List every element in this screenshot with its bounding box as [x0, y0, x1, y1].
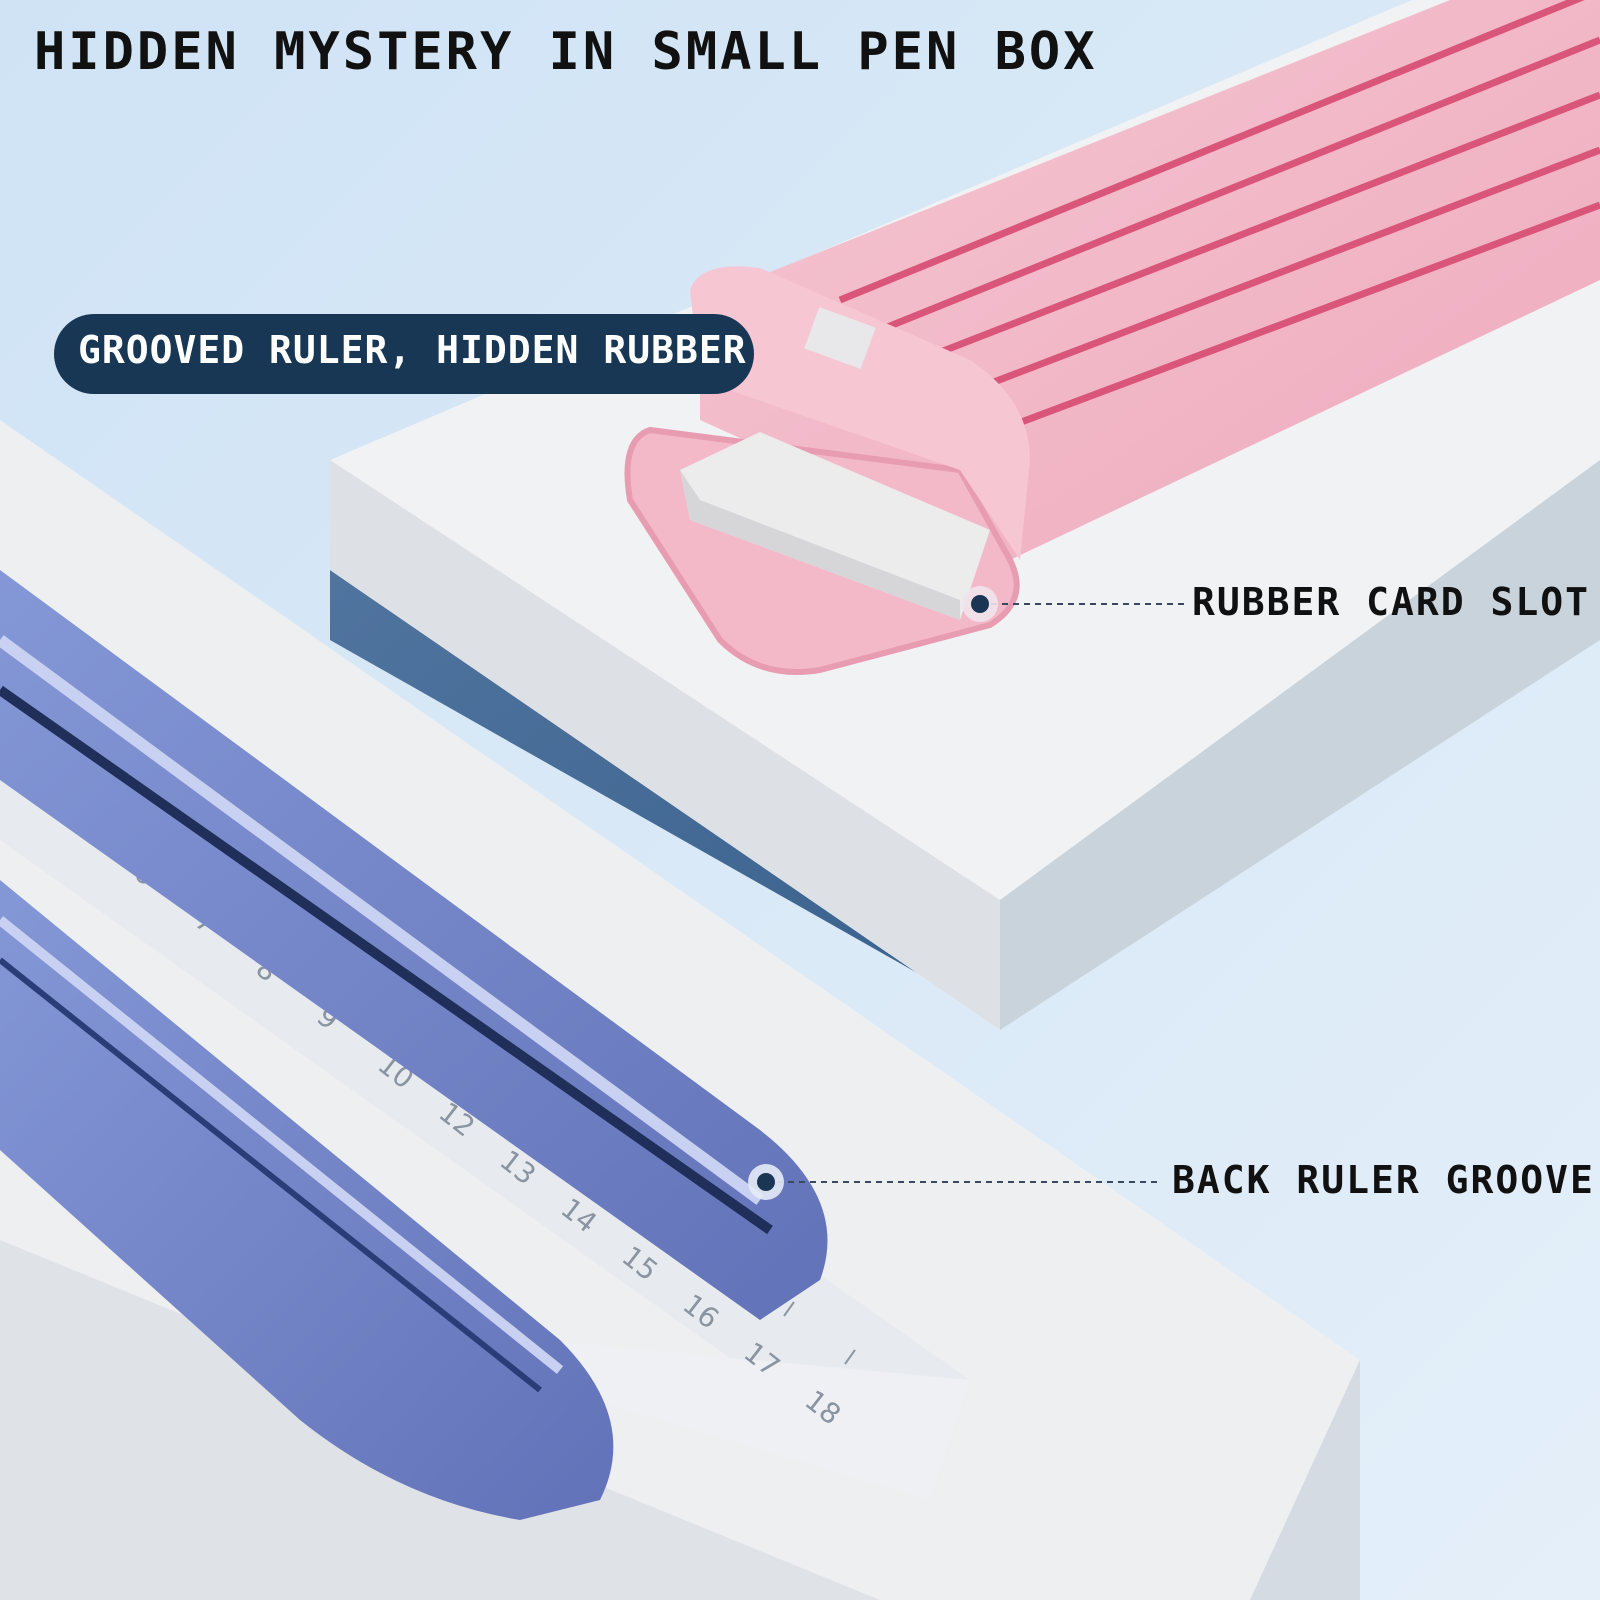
callout-rubber-card-slot: RUBBER CARD SLOT [1192, 580, 1591, 624]
ruler-tick [783, 1301, 795, 1317]
pink-stripes [838, 0, 1600, 434]
feature-badge: GROOVED RULER, HIDDEN RUBBER [54, 314, 754, 394]
ruler-tick [844, 1349, 856, 1365]
callout-dots [748, 586, 998, 1200]
hidden-rubber [680, 432, 990, 620]
callout-lines [766, 603, 1186, 1183]
pink-pen-case [624, 0, 1600, 675]
blue-pen-case [0, 570, 828, 1520]
feature-badge-label: GROOVED RULER, HIDDEN RUBBER [78, 328, 747, 372]
page-title: HIDDEN MYSTERY IN SMALL PEN BOX [34, 22, 1098, 82]
callout-back-ruler-groove: BACK RULER GROOVE [1172, 1158, 1595, 1202]
